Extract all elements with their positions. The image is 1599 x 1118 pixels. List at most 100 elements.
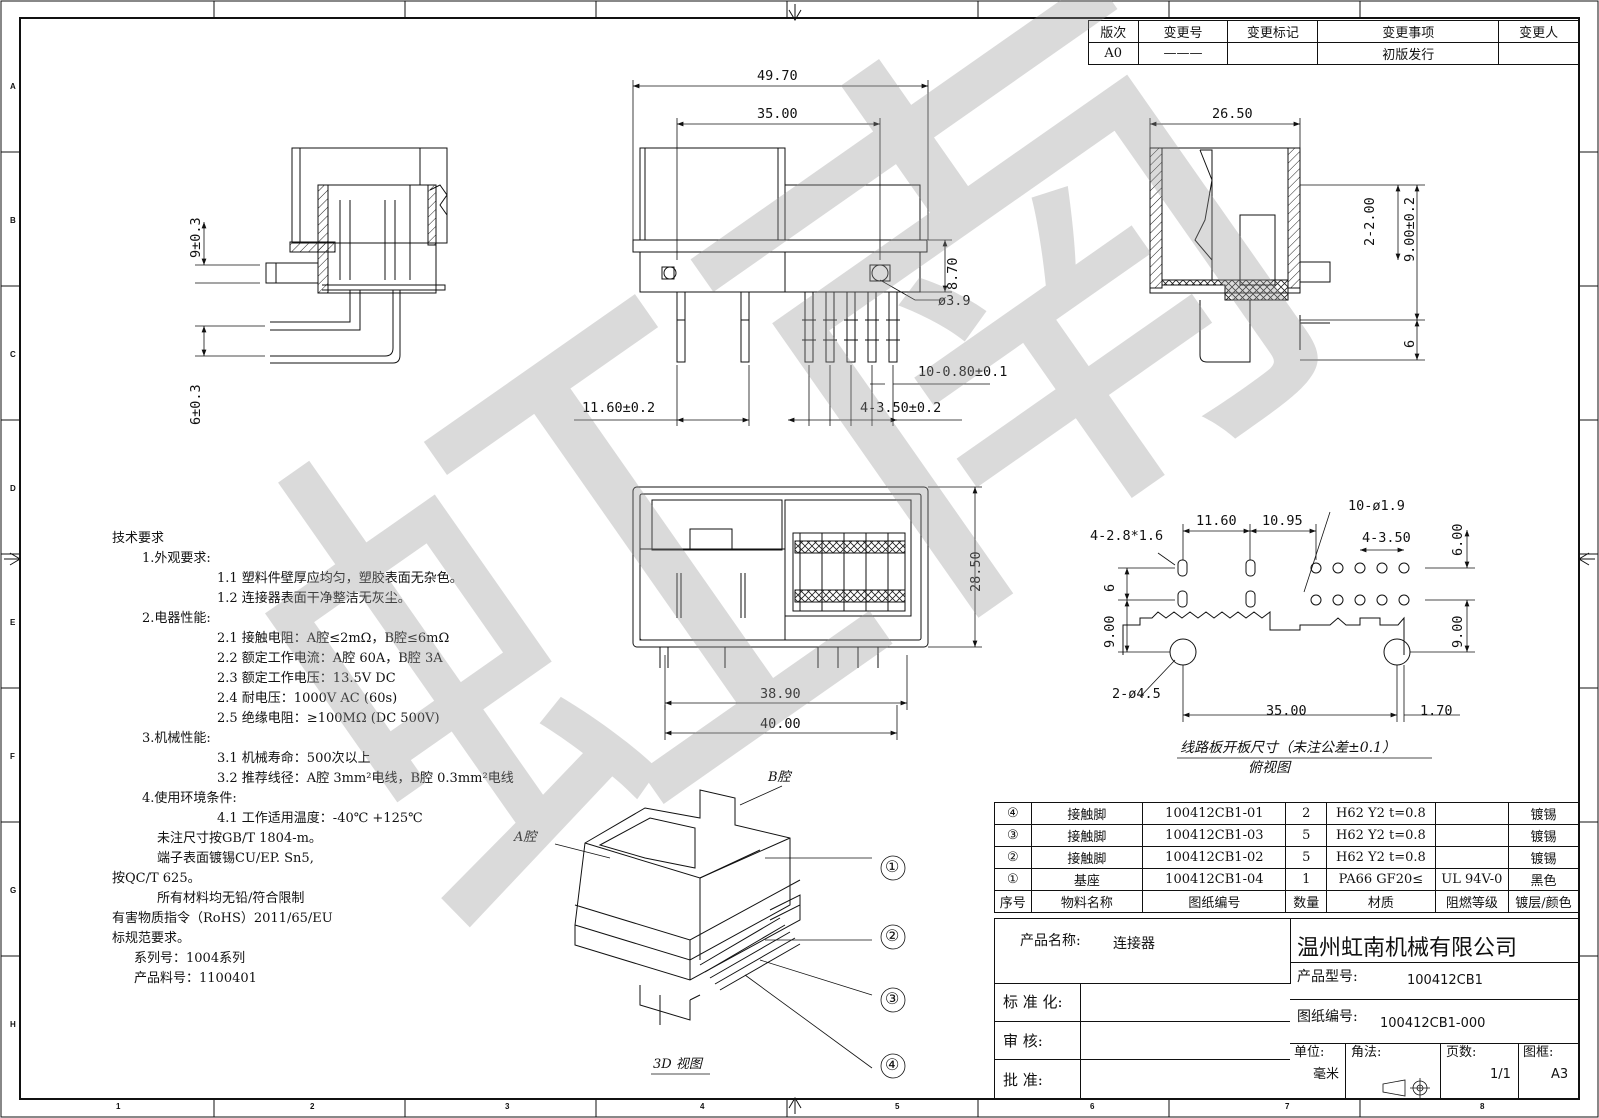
title-block: 产品名称: 连接器 温州虹南机械有限公司 标 准 化: 审 核: 批 准: 产品…	[994, 918, 1580, 1100]
revision-row: A0 ——— 初版发行	[1088, 42, 1579, 65]
drawing-no-label: 图纸编号:	[1297, 1009, 1358, 1025]
bom-cell-finish: 镀锡	[1507, 824, 1580, 847]
dim-pcb-1-70: 1.70	[1420, 703, 1453, 719]
bom-cell-finish: 镀锡	[1507, 846, 1580, 869]
tech-line: 2.1 接触电阻：A腔≤2mΩ，B腔≤6mΩ	[217, 631, 450, 646]
company-name: 温州虹南机械有限公司	[1297, 936, 1518, 961]
bom-cell-material: PA66 GF20≤	[1326, 868, 1436, 891]
bom-cell-drawing: 100412CB1-03	[1142, 824, 1287, 847]
model-label: 产品型号:	[1297, 969, 1358, 985]
bom-cell-material: H62 Y2 t=0.8	[1326, 802, 1436, 825]
bom-cell-name: 基座	[1030, 868, 1144, 891]
dim-left-6: 6±0.3	[188, 384, 204, 425]
bom-cell-drawing: 100412CB1-02	[1142, 846, 1287, 869]
bom-cell-drawing: 100412CB1-01	[1142, 802, 1287, 825]
tech-line: 系列号：1004系列	[134, 951, 246, 966]
zone-row-d: D	[10, 484, 16, 493]
page-label: 页数:	[1446, 1045, 1477, 1060]
bom-cell-name: 接触脚	[1030, 802, 1144, 825]
tech-line: 端子表面镀锡CU/EP. Sn5,	[157, 851, 314, 866]
callout-1: ①	[885, 857, 900, 876]
dim-bottom-28-50: 28.50	[968, 551, 984, 592]
unit-label: 单位:	[1294, 1045, 1325, 1060]
zone-col-2: 2	[310, 1102, 315, 1111]
revision-header-row: 版次 变更号 变更标记 变更事项 变更人	[1088, 20, 1579, 43]
dim-front-35-00: 35.00	[757, 106, 798, 122]
standardization-label: 标 准 化:	[1003, 993, 1063, 1011]
tech-line: 2.5 绝缘电阻：≥100MΩ (DC 500V)	[217, 711, 440, 726]
page-value: 1/1	[1490, 1067, 1511, 1082]
dim-pcb-35-00: 35.00	[1266, 703, 1307, 719]
dim-pcb-9-00-right: 9.00	[1450, 615, 1466, 648]
pcb-caption: 线路板开板尺寸（未注公差±0.1）	[1180, 740, 1396, 756]
revision-header-change-mark: 变更标记	[1227, 20, 1319, 43]
revision-table: 版次 变更号 变更标记 变更事项 变更人 A0 ——— 初版发行	[1088, 20, 1579, 65]
bom-cell-drawing: 100412CB1-04	[1142, 868, 1287, 891]
frame-value: A3	[1551, 1067, 1569, 1082]
zone-row-a: A	[10, 82, 16, 91]
dim-side-26-50: 26.50	[1212, 106, 1253, 122]
dim-side-2-00: 2-2.00	[1362, 197, 1378, 246]
tech-line: 2.3 额定工作电压：13.5V DC	[217, 671, 396, 686]
revision-change-no: ———	[1137, 42, 1229, 65]
bom-header: 图纸编号	[1142, 890, 1287, 913]
dim-left-9: 9±0.3	[188, 217, 204, 258]
bom-row: ④ 接触脚 100412CB1-01 2 H62 Y2 t=0.8 镀锡	[994, 802, 1580, 825]
review-label: 审 核:	[1003, 1032, 1043, 1050]
bom-header: 数量	[1285, 890, 1328, 913]
drawing-no-value: 100412CB1-000	[1380, 1016, 1486, 1031]
zone-row-e: E	[10, 618, 16, 627]
product-name-label: 产品名称:	[1020, 933, 1081, 949]
bom-header: 镀层/颜色	[1507, 890, 1580, 913]
tech-line: 3.2 推荐线径：A腔 3mm²电线，B腔 0.3mm²电线	[217, 771, 514, 786]
bom-header: 材质	[1326, 890, 1436, 913]
unit-value: 毫米	[1313, 1067, 1340, 1082]
tech-line: 2.4 耐电压：1000V AC (60s)	[217, 691, 398, 706]
projection-label: 角法:	[1351, 1045, 1382, 1060]
tech-line: 1.1 塑料件壁厚应均匀，塑胶表面无杂色。	[217, 571, 463, 586]
tech-line: 3.机械性能:	[142, 731, 211, 746]
bom-cell-no: ②	[994, 846, 1032, 869]
bom-header: 序号	[994, 890, 1032, 913]
bom-cell-no: ④	[994, 802, 1032, 825]
bom-cell-name: 接触脚	[1030, 846, 1144, 869]
zone-row-h: H	[10, 1020, 16, 1029]
dim-pcb-slots: 4-2.8*1.6	[1090, 528, 1164, 544]
bom-cell-qty: 5	[1285, 846, 1328, 869]
revision-header-version: 版次	[1088, 20, 1139, 43]
pcb-subcaption: 俯视图	[1248, 760, 1290, 776]
bom-cell-qty: 5	[1285, 824, 1328, 847]
model-value: 100412CB1	[1407, 973, 1483, 988]
dim-pcb-holes: 10-ø1.9	[1348, 498, 1405, 514]
tech-line: 2.2 额定工作电流：A腔 60A，B腔 3A	[217, 651, 443, 666]
bom-cell-no: ①	[994, 868, 1032, 891]
dim-front-pin-pitch: 4-3.50±0.2	[860, 400, 942, 416]
bom-cell-name: 接触脚	[1030, 824, 1144, 847]
bom-row: ② 接触脚 100412CB1-02 5 H62 Y2 t=0.8 镀锡	[994, 846, 1580, 869]
tech-line: 有害物质指令（RoHS）2011/65/EU	[112, 911, 333, 926]
dim-front-dia-3-9: ø3.9	[938, 293, 971, 309]
zone-row-c: C	[10, 350, 16, 359]
dim-side-6: 6	[1402, 339, 1418, 348]
zone-col-3: 3	[505, 1102, 510, 1111]
tech-line: 2.电器性能:	[142, 611, 211, 626]
dim-pcb-9-00-left: 9.00	[1102, 615, 1118, 648]
tech-line: 未注尺寸按GB/T 1804-m。	[157, 831, 322, 846]
dim-bottom-38-90: 38.90	[760, 686, 801, 702]
bom-cell-material: H62 Y2 t=0.8	[1326, 824, 1436, 847]
dim-side-9-00: 9.00±0.2	[1402, 196, 1418, 262]
zone-col-6: 6	[1090, 1102, 1095, 1111]
bom-cell-flame	[1434, 802, 1509, 825]
revision-header-changer: 变更人	[1498, 20, 1579, 43]
bom-cell-flame	[1434, 846, 1509, 869]
zone-row-b: B	[10, 216, 16, 225]
dim-front-8-70: 8.70	[945, 257, 961, 290]
label-b-cavity: B腔	[768, 770, 791, 785]
revision-header-change-item: 变更事项	[1317, 20, 1500, 43]
dim-pcb-10-95: 10.95	[1262, 513, 1303, 529]
dim-front-11-60: 11.60±0.2	[582, 400, 656, 416]
dim-pcb-dia-4-5: 2-ø4.5	[1112, 686, 1161, 702]
bom-header: 阻燃等级	[1434, 890, 1509, 913]
tech-line: 1.2 连接器表面干净整洁无灰尘。	[217, 591, 411, 606]
revision-header-change-no: 变更号	[1137, 20, 1229, 43]
